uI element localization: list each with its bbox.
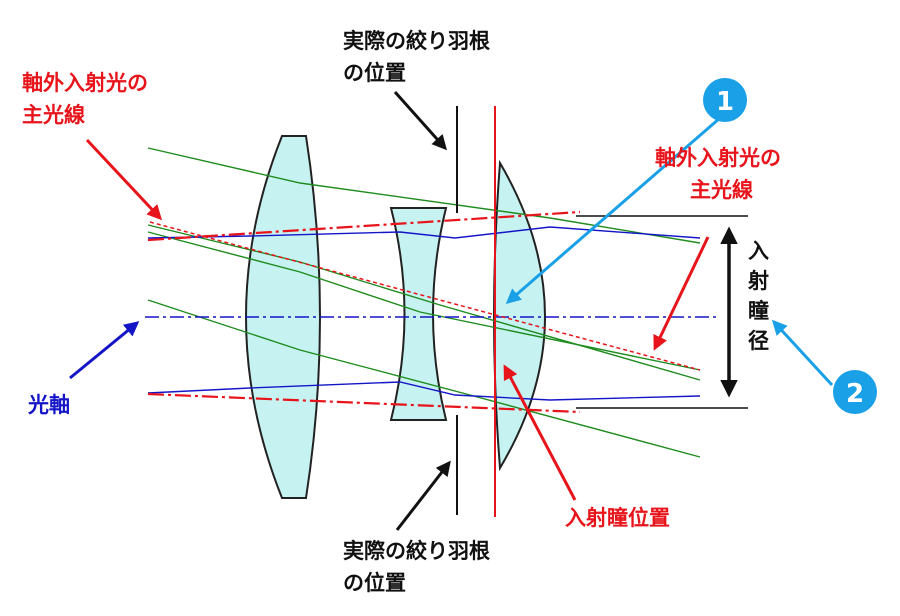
- blue-ray-lower: [147, 381, 701, 401]
- entrance-pupil-diameter-label: 入 射 瞳 径: [747, 239, 769, 353]
- badge-two: 2: [833, 370, 877, 414]
- upper-lower-rays: [147, 226, 701, 401]
- middle-concave-lens: [389, 207, 448, 421]
- red-dashdot-lower: [147, 392, 581, 414]
- chief-ray-right-pointer: [653, 236, 710, 351]
- chief-ray-left-label-2: 主光線: [22, 103, 85, 127]
- green-ray-4: [147, 299, 701, 458]
- optical-axis-pointer: [69, 321, 140, 380]
- pupil-diameter-char-2: 射: [747, 269, 769, 293]
- chief-ray-left-label-1: 軸外入射光の: [22, 71, 148, 95]
- green-ray-1: [147, 147, 701, 244]
- optical-axis-label: 光軸: [27, 393, 70, 417]
- chief-ray-dashed: [149, 221, 701, 371]
- badge-one-pointer: [505, 116, 721, 304]
- marginal-rays: [147, 147, 701, 458]
- stop-bottom-pointer: [395, 460, 451, 531]
- stop-top-pointer: [393, 91, 447, 151]
- badge-one-number: 1: [716, 87, 734, 117]
- pupil-diameter-char-4: 径: [748, 329, 769, 353]
- chief-ray-right-label-2: 主光線: [690, 178, 753, 202]
- badge-two-number: 2: [846, 379, 864, 409]
- entrance-pupil-position-label: 入射瞳位置: [565, 506, 670, 530]
- pupil-diameter-char-1: 入: [748, 239, 769, 263]
- chief-ray-right-label-1: 軸外入射光の: [655, 146, 781, 170]
- entrance-pupil-pointer: [503, 364, 577, 501]
- red-dashdot-upper: [147, 210, 581, 242]
- stop-bottom-label-1: 実際の絞り羽根: [343, 539, 490, 563]
- badge-one: 1: [703, 78, 747, 122]
- stop-bottom-label-2: の位置: [343, 571, 406, 595]
- rear-convex-lens: [493, 159, 546, 472]
- stop-top-label-2: の位置: [343, 61, 406, 85]
- chief-ray-left-pointer: [85, 138, 163, 221]
- stop-top-label-1: 実際の絞り羽根: [343, 29, 490, 53]
- green-ray-3: [147, 231, 701, 371]
- blue-ray-upper: [147, 226, 701, 239]
- badge-two-pointer: [771, 319, 834, 387]
- pupil-diameter-char-3: 瞳: [748, 299, 769, 323]
